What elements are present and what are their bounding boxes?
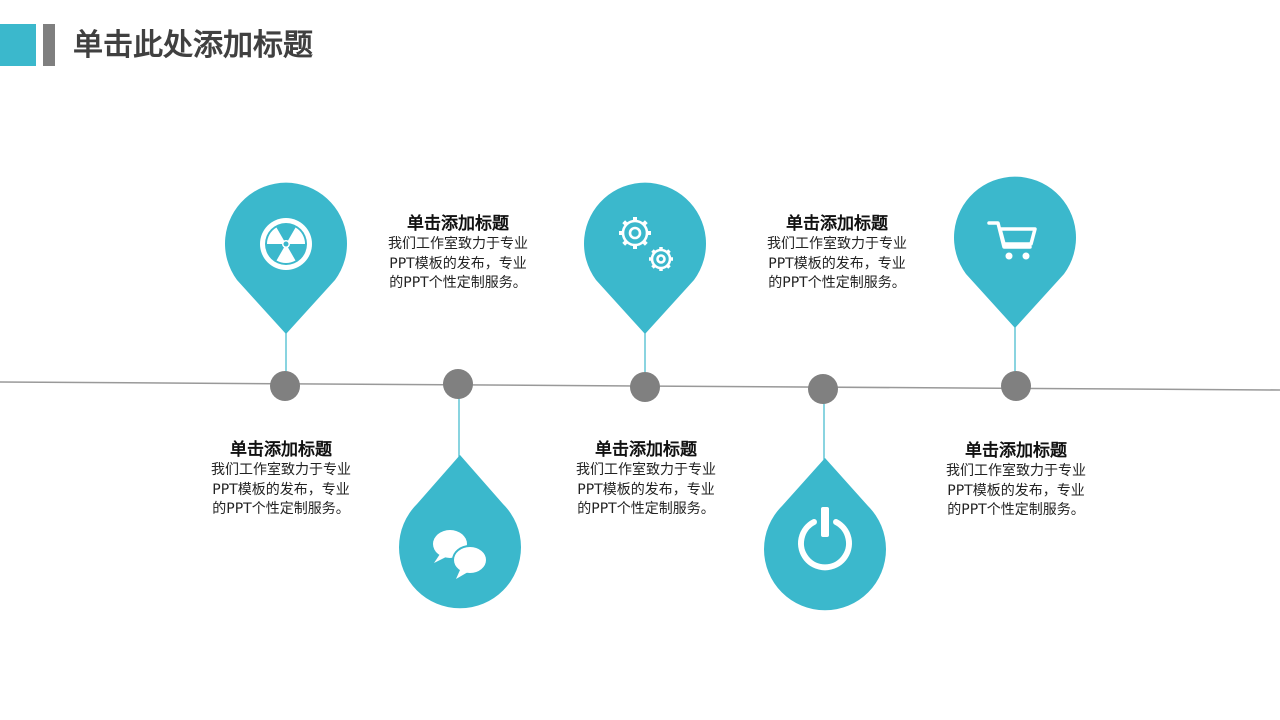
text-block-body: 我们工作室致力于专业PPT模板的发布，专业的PPT个性定制服务。 — [388, 236, 528, 291]
timeline-dot-2[interactable] — [443, 369, 473, 399]
text-block-body: 我们工作室致力于专业PPT模板的发布，专业的PPT个性定制服务。 — [576, 462, 716, 517]
text-block-title: 单击添加标题 — [786, 214, 888, 234]
shopping-cart-icon — [987, 221, 1037, 260]
timeline-dot-4[interactable] — [808, 374, 838, 404]
text-block-body: 我们工作室致力于专业PPT模板的发布，专业的PPT个性定制服务。 — [211, 462, 351, 517]
header-divider-bar — [43, 24, 55, 66]
text-block-body: 我们工作室致力于专业PPT模板的发布，专业的PPT个性定制服务。 — [946, 463, 1086, 518]
gears-icon — [619, 217, 673, 271]
text-block-5[interactable]: 单击添加标题 我们工作室致力于专业PPT模板的发布，专业的PPT个性定制服务。 — [931, 440, 1101, 521]
text-block-1[interactable]: 单击添加标题 我们工作室致力于专业PPT模板的发布，专业的PPT个性定制服务。 — [196, 439, 366, 520]
page-title[interactable]: 单击此处添加标题 — [73, 28, 313, 63]
timeline-marker-4[interactable] — [763, 458, 886, 611]
text-block-title: 单击添加标题 — [965, 441, 1067, 461]
chat-bubbles-icon — [433, 530, 488, 579]
timeline-marker-1[interactable] — [224, 182, 347, 334]
text-block-title: 单击添加标题 — [230, 440, 332, 460]
timeline-marker-2[interactable] — [399, 455, 521, 609]
text-block-body: 我们工作室致力于专业PPT模板的发布，专业的PPT个性定制服务。 — [767, 236, 907, 291]
text-block-title: 单击添加标题 — [407, 214, 509, 234]
timeline-marker-5[interactable] — [954, 176, 1076, 328]
text-block-title: 单击添加标题 — [595, 440, 697, 460]
text-block-4[interactable]: 单击添加标题 我们工作室致力于专业PPT模板的发布，专业的PPT个性定制服务。 — [752, 213, 922, 294]
radiation-icon — [260, 218, 312, 270]
power-icon — [798, 507, 852, 571]
timeline-dot-1[interactable] — [270, 371, 300, 401]
text-block-3[interactable]: 单击添加标题 我们工作室致力于专业PPT模板的发布，专业的PPT个性定制服务。 — [561, 439, 731, 520]
timeline-dot-5[interactable] — [1001, 371, 1031, 401]
header-accent-block — [0, 24, 36, 66]
timeline-marker-3[interactable] — [584, 182, 706, 334]
timeline-dot-3[interactable] — [630, 372, 660, 402]
text-block-2[interactable]: 单击添加标题 我们工作室致力于专业PPT模板的发布，专业的PPT个性定制服务。 — [373, 213, 543, 294]
